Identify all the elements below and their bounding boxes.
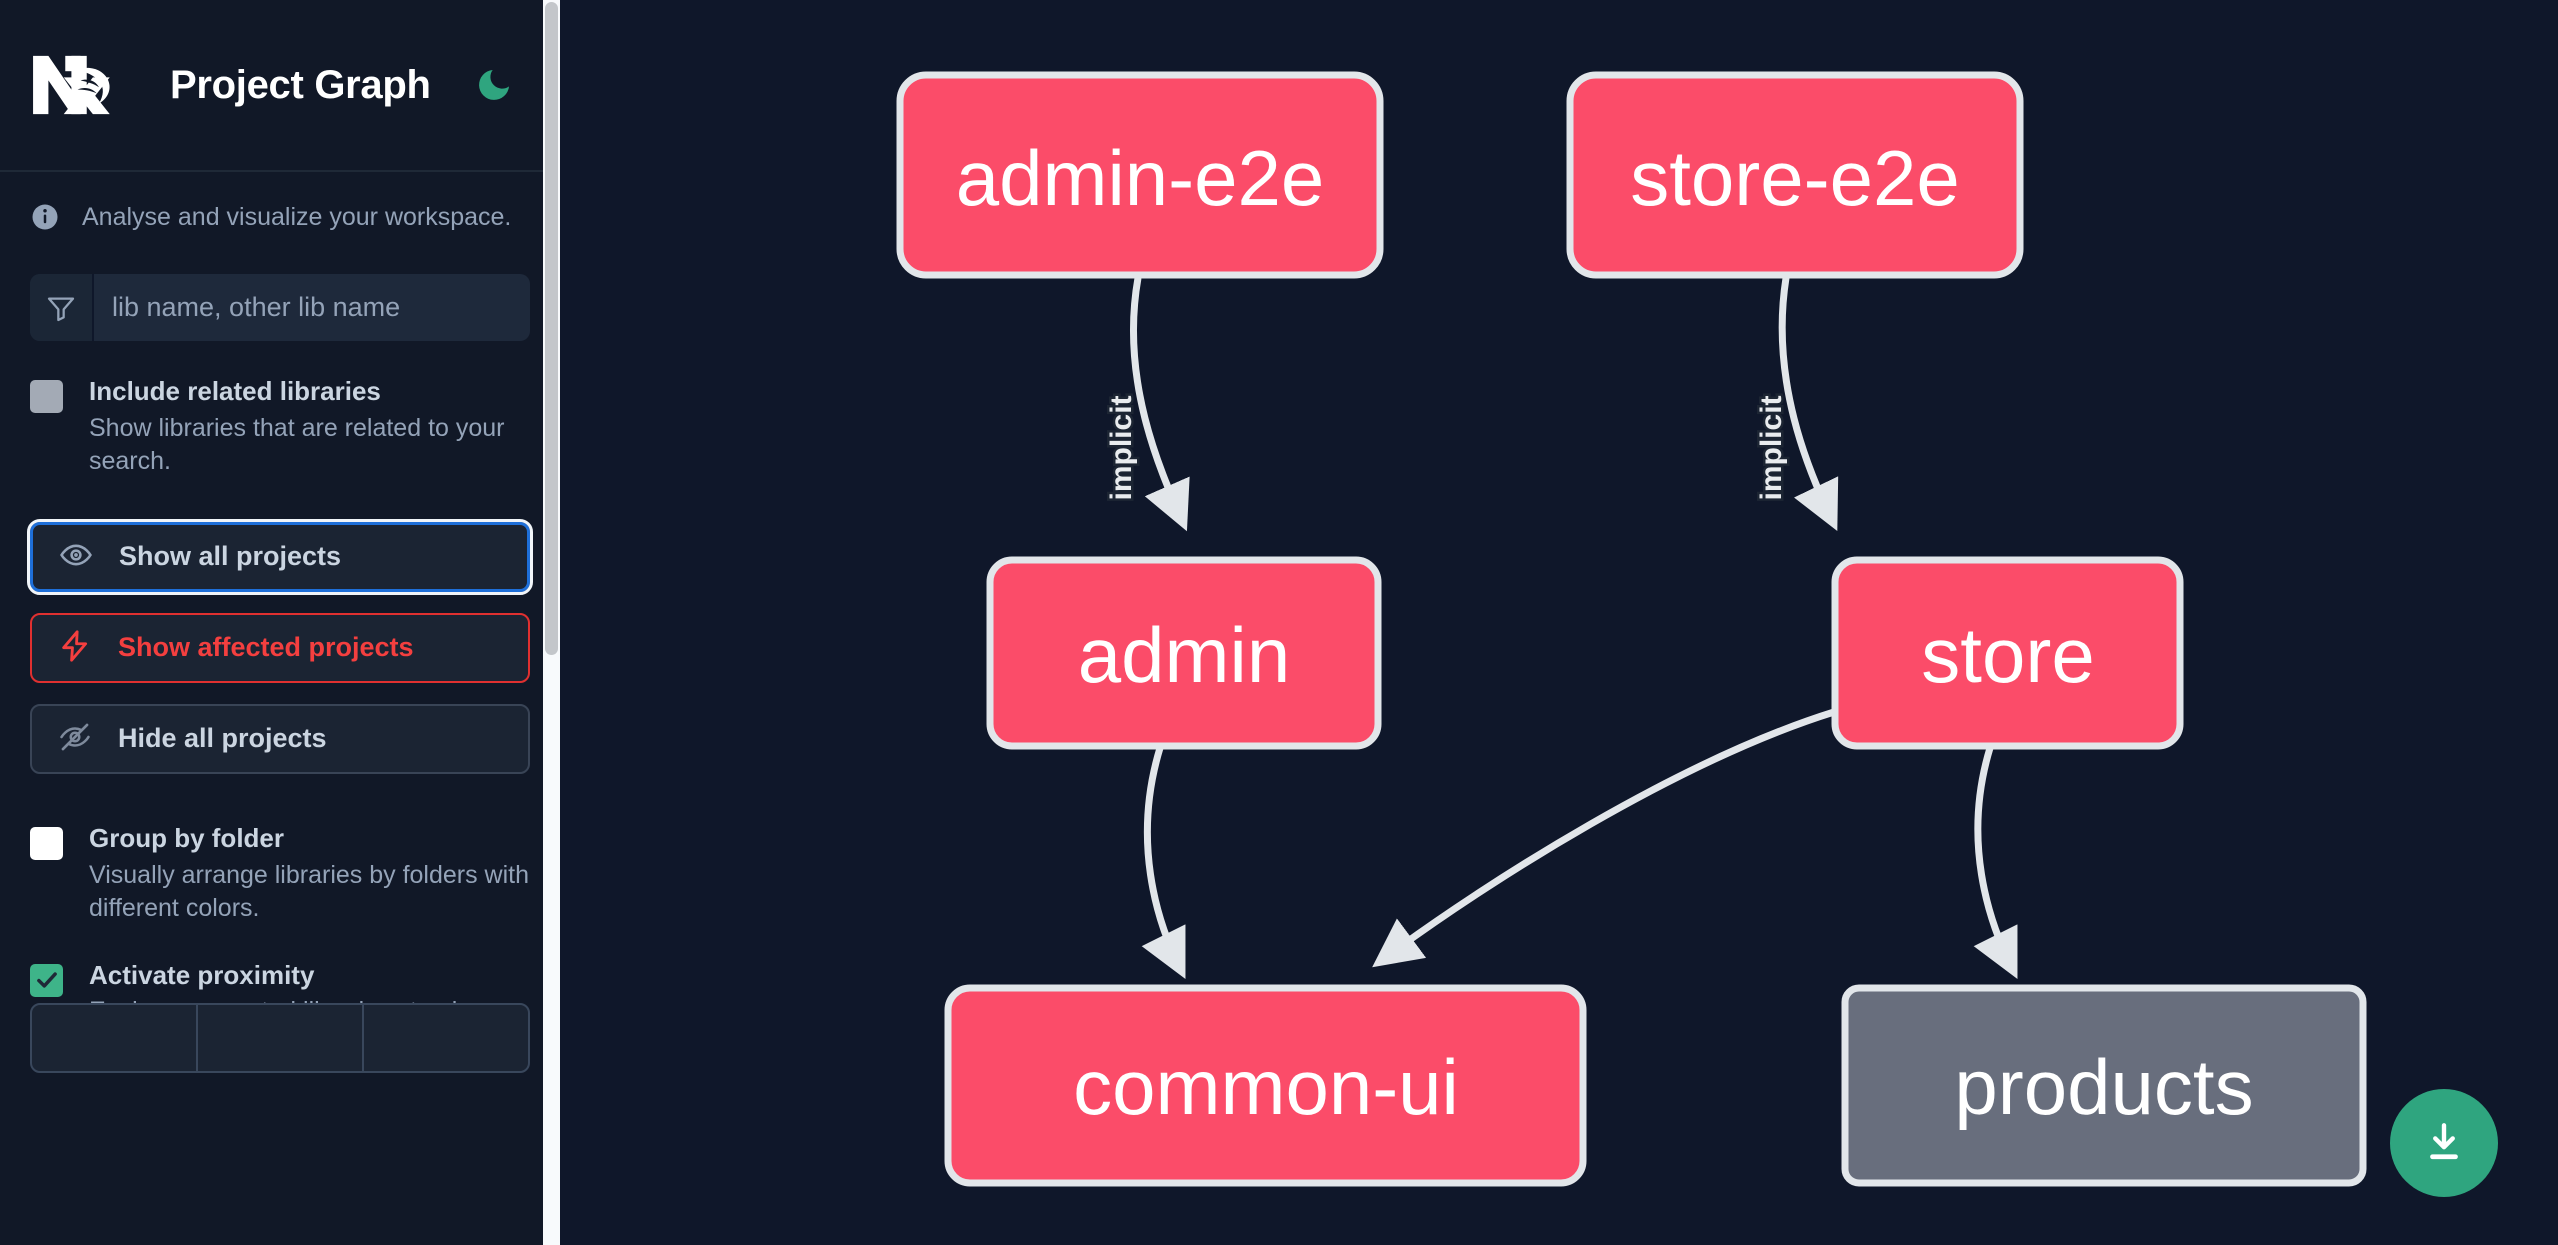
display-mode-segment-2[interactable] bbox=[198, 1005, 364, 1072]
workspace-info-text: Analyse and visualize your workspace. bbox=[82, 202, 512, 231]
hide-all-projects-label: Hide all projects bbox=[118, 723, 327, 754]
workspace-info: Analyse and visualize your workspace. bbox=[0, 172, 560, 232]
display-mode-segment-1[interactable] bbox=[32, 1005, 198, 1072]
moon-icon[interactable] bbox=[471, 62, 517, 108]
group-by-folder-description: Visually arrange libraries by folders wi… bbox=[89, 860, 530, 922]
eye-icon bbox=[59, 538, 93, 575]
graph-node-admin-e2e-label: admin-e2e bbox=[956, 134, 1325, 222]
graph-node-products[interactable]: products bbox=[1841, 984, 2367, 1187]
display-mode-group[interactable] bbox=[30, 1003, 530, 1074]
group-by-folder-checkbox[interactable] bbox=[30, 826, 63, 860]
show-affected-projects-label: Show affected projects bbox=[118, 632, 414, 663]
project-graph-svg[interactable]: implicit implicit admin-e2e store-e2e ad… bbox=[560, 0, 2558, 1245]
info-icon bbox=[30, 202, 60, 232]
show-all-projects-label: Show all projects bbox=[119, 541, 342, 572]
nx-logo-icon bbox=[30, 49, 122, 121]
show-affected-projects-button[interactable]: Show affected projects bbox=[30, 612, 530, 683]
checkbox-row-group-by-folder[interactable]: Group by folder Visually arrange librari… bbox=[30, 822, 530, 925]
hide-all-projects-button[interactable]: Hide all projects bbox=[30, 703, 530, 774]
edge-store-to-common-ui[interactable] bbox=[1372, 708, 1836, 968]
search-bar[interactable] bbox=[30, 274, 530, 341]
graph-node-store-e2e[interactable]: store-e2e bbox=[1566, 71, 2024, 279]
include-related-libraries-label: Include related libraries bbox=[89, 376, 381, 406]
eye-off-icon bbox=[58, 720, 92, 757]
graph-node-store-e2e-label: store-e2e bbox=[1630, 134, 1960, 222]
edge-label-implicit-store: implicit bbox=[1755, 395, 1788, 500]
sidebar-scrollbar-thumb[interactable] bbox=[545, 2, 558, 655]
project-graph-canvas[interactable]: implicit implicit admin-e2e store-e2e ad… bbox=[560, 0, 2558, 1245]
graph-edge-labels: implicit implicit bbox=[1103, 393, 1791, 503]
download-icon bbox=[2430, 1123, 2458, 1160]
show-all-projects-button[interactable]: Show all projects bbox=[27, 518, 533, 595]
include-related-libraries-checkbox[interactable] bbox=[30, 380, 63, 413]
activate-proximity-label: Activate proximity bbox=[89, 959, 315, 990]
display-mode-segment-3[interactable] bbox=[364, 1005, 528, 1071]
graph-node-common-ui[interactable]: common-ui bbox=[944, 984, 1587, 1187]
edge-store-e2e-to-store[interactable] bbox=[1778, 277, 1839, 532]
group-by-folder-label: Group by folder bbox=[89, 822, 284, 853]
lightning-icon bbox=[58, 629, 92, 666]
include-related-libraries-description: Show libraries that are related to your … bbox=[89, 413, 505, 475]
graph-node-common-ui-label: common-ui bbox=[1073, 1043, 1459, 1131]
edge-admin-to-common-ui[interactable] bbox=[1141, 746, 1186, 979]
edge-store-to-products[interactable] bbox=[1973, 746, 2018, 979]
graph-node-admin[interactable]: admin bbox=[986, 556, 1382, 750]
download-button[interactable] bbox=[2390, 1089, 2498, 1197]
graph-node-store-label: store bbox=[1921, 611, 2094, 699]
graph-node-admin-e2e[interactable]: admin-e2e bbox=[896, 71, 1384, 279]
sidebar: Project Graph Analyse and visualize yo bbox=[0, 0, 560, 1245]
project-visibility-buttons: Show all projects Show affected projects bbox=[27, 518, 533, 774]
graph-node-products-label: products bbox=[1954, 1043, 2253, 1131]
sidebar-header: Project Graph bbox=[0, 0, 560, 172]
search-input[interactable] bbox=[94, 274, 530, 341]
graph-node-store[interactable]: store bbox=[1831, 556, 2184, 750]
graph-nodes: admin-e2e store-e2e admin store common-u bbox=[896, 71, 2367, 1187]
activate-proximity-checkbox[interactable] bbox=[30, 963, 63, 997]
checkbox-row-include-related-libraries[interactable]: Include related libraries Show libraries… bbox=[30, 375, 530, 478]
edge-label-implicit-admin: implicit bbox=[1105, 395, 1138, 500]
edge-admin-e2e-to-admin[interactable] bbox=[1129, 277, 1190, 532]
graph-edges bbox=[1129, 277, 2018, 979]
graph-node-admin-label: admin bbox=[1078, 611, 1290, 699]
filter-icon bbox=[30, 274, 94, 341]
sidebar-scrollbar-track[interactable] bbox=[543, 0, 560, 1245]
page-title: Project Graph bbox=[170, 62, 431, 107]
